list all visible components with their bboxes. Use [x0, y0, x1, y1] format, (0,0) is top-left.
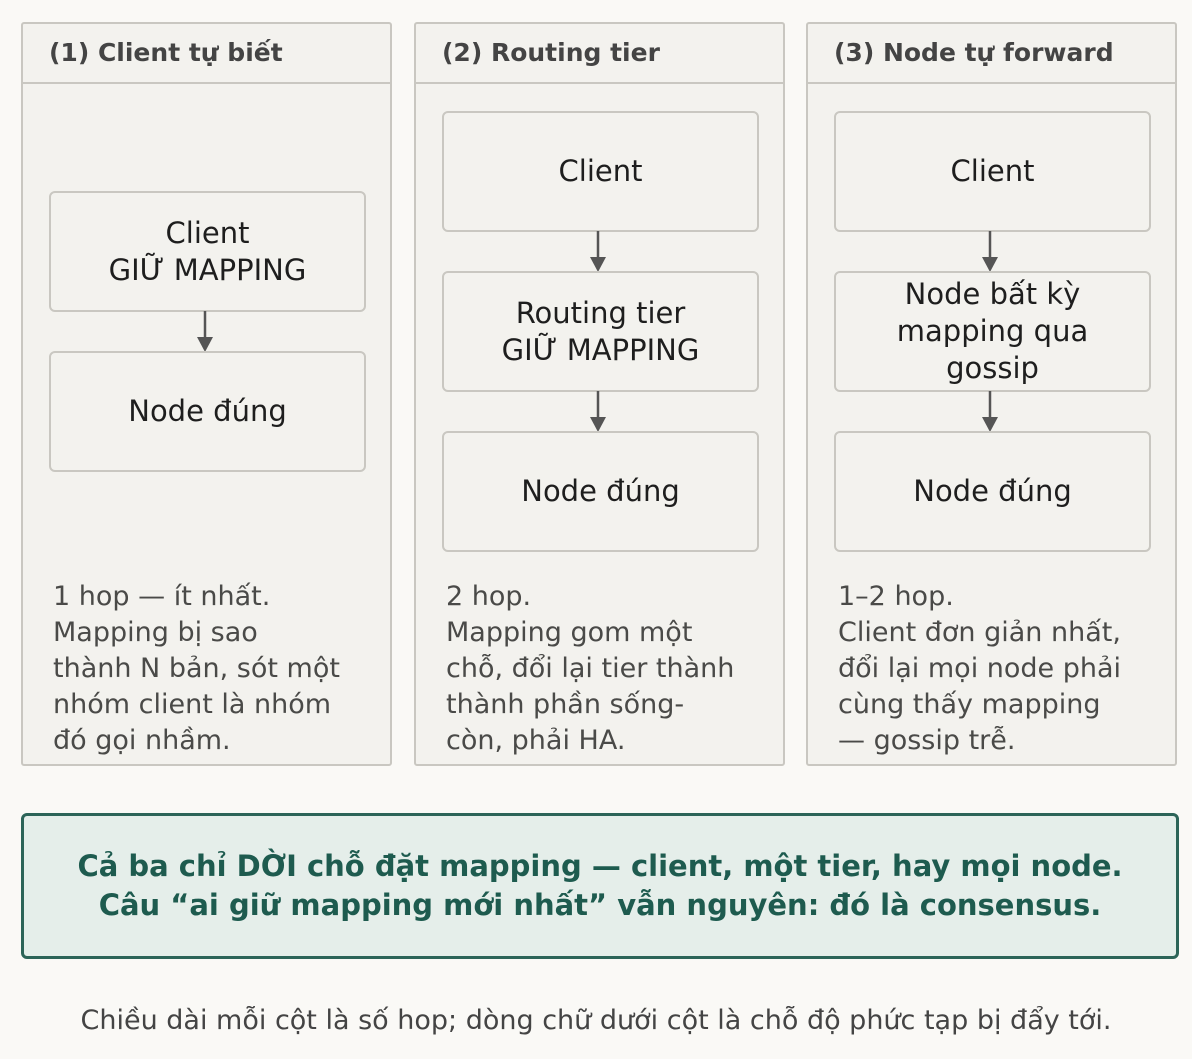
callout-line: Câu “ai giữ mapping mới nhất” vẫn nguyên…	[98, 888, 1102, 922]
box-line: Client	[558, 154, 643, 188]
box-line: Node bất kỳ	[904, 277, 1081, 311]
box-line: Client	[950, 154, 1035, 188]
note-line: đó gọi nhầm.	[53, 725, 231, 756]
target-node-box: Node đúng	[49, 351, 366, 472]
note-line: đổi lại mọi node phải	[838, 653, 1122, 684]
note-line: còn, phải HA.	[446, 725, 626, 756]
note-line: thành N bản, sót một	[53, 653, 340, 684]
note-line: nhóm client là nhóm	[53, 689, 332, 720]
target-node-box: Node đúng	[834, 431, 1151, 552]
box-line: GIỮ MAPPING	[501, 332, 700, 367]
note-line: chỗ, đổi lại tier thành	[446, 653, 735, 684]
note-line: 1 hop — ít nhất.	[53, 581, 271, 612]
box-line: Client	[165, 215, 250, 250]
box-line: gossip	[946, 351, 1039, 385]
figure-caption: Chiều dài mỗi cột là số hop; dòng chữ dư…	[80, 1005, 1112, 1036]
column-title: (1) Client tự biết	[23, 24, 390, 84]
down-arrow-icon	[982, 231, 998, 272]
note-line: Client đơn giản nhất,	[838, 617, 1121, 648]
down-arrow-icon	[590, 231, 606, 272]
down-arrow-icon	[590, 391, 606, 432]
note-line: Mapping gom một	[446, 617, 693, 648]
note-line: 1–2 hop.	[838, 581, 954, 612]
column-routing-tier: (2) Routing tier Client Routing tier GIỮ…	[414, 22, 785, 766]
client-box: Client	[442, 111, 759, 232]
box-line: Node đúng	[128, 394, 287, 428]
box-line: GIỮ MAPPING	[108, 252, 307, 287]
any-node-box: Node bất kỳ mapping qua gossip	[834, 271, 1151, 392]
box-line: Node đúng	[913, 474, 1072, 508]
column-note: 1 hop — ít nhất. Mapping bị sao thành N …	[53, 579, 383, 759]
routing-tier-box: Routing tier GIỮ MAPPING	[442, 271, 759, 392]
column-title: (2) Routing tier	[416, 24, 783, 84]
note-line: thành phần sống-	[446, 689, 685, 720]
column-client-knows: (1) Client tự biết Client GIỮ MAPPING No…	[21, 22, 392, 766]
summary-callout: Cả ba chỉ DỜI chỗ đặt mapping — client, …	[21, 813, 1179, 959]
note-line: 2 hop.	[446, 581, 532, 612]
target-node-box: Node đúng	[442, 431, 759, 552]
column-node-forward: (3) Node tự forward Client Node bất kỳ m…	[806, 22, 1177, 766]
note-line: Mapping bị sao	[53, 617, 258, 648]
column-title: (3) Node tự forward	[808, 24, 1175, 84]
note-line: cùng thấy mapping	[838, 689, 1101, 720]
note-line: — gossip trễ.	[838, 725, 1016, 756]
down-arrow-icon	[197, 311, 213, 352]
column-note: 2 hop. Mapping gom một chỗ, đổi lại tier…	[446, 579, 776, 759]
box-line: Node đúng	[521, 474, 680, 508]
client-box: Client	[834, 111, 1151, 232]
box-line: mapping qua	[896, 314, 1089, 348]
callout-line: Cả ba chỉ DỜI chỗ đặt mapping — client, …	[77, 849, 1123, 883]
down-arrow-icon	[982, 391, 998, 432]
box-line: Routing tier	[515, 295, 686, 330]
column-note: 1–2 hop. Client đơn giản nhất, đổi lại m…	[838, 579, 1168, 759]
client-box: Client GIỮ MAPPING	[49, 191, 366, 312]
